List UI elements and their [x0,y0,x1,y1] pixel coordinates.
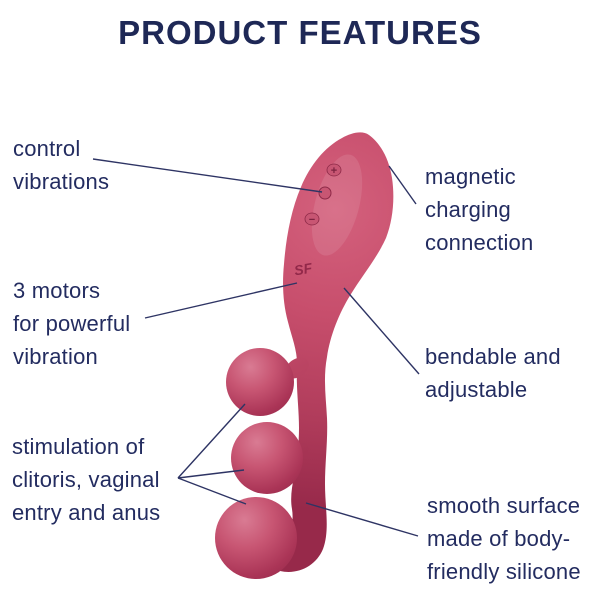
brand-logo: SF [293,260,314,279]
feature-label-three-motors: 3 motors for powerful vibration [13,274,130,373]
callout-line-stimulation-top [177,403,246,479]
feature-text-line: adjustable [425,377,528,402]
feature-text-line: control [13,136,81,161]
top-ball [226,348,294,416]
callout-line-stimulation-middle [177,469,245,479]
feature-text-line: bendable and [425,344,561,369]
callout-line-stimulation-bottom [177,477,247,505]
bottom-ball [215,497,297,579]
page-title: PRODUCT FEATURES [118,14,482,51]
callout-line-magnetic [388,165,417,205]
callout-lines [92,158,420,537]
feature-text-line: connection [425,230,534,255]
feature-text-line: friendly silicone [427,559,581,584]
feature-label-stimulation: stimulation of clitoris, vaginal entry a… [12,430,160,529]
head-highlight [311,154,363,256]
feature-text-line: charging [425,197,511,222]
callout-line-control [92,158,323,193]
feature-text-line: vibrations [13,169,110,194]
feature-text-line: 3 motors [13,278,101,303]
minus-button-icon [304,212,320,226]
product-body [252,132,394,572]
feature-text-line: clitoris, vaginal [12,467,160,492]
feature-text-line: for powerful [13,311,131,336]
feature-text-line: smooth surface [427,493,581,518]
feature-label-bendable: bendable and adjustable [425,340,561,406]
feature-text-line: magnetic [425,164,516,189]
plus-button-glyph: + [331,165,337,177]
plus-button-icon [326,163,342,177]
feature-label-smooth-surface: smooth surface made of body- friendly si… [427,489,581,588]
feature-label-control-vibrations: control vibrations [13,132,109,198]
power-button-icon [318,186,332,200]
feature-label-magnetic-charging: magnetic charging connection [425,160,533,259]
feature-text-line: stimulation of [12,434,145,459]
callout-line-motors [144,282,298,319]
minus-button-glyph: − [309,214,315,226]
feature-text-line: entry and anus [12,500,161,525]
feature-text-line: made of body- [427,526,571,551]
middle-ball [231,422,303,494]
feature-text-line: vibration [13,344,98,369]
callout-line-bendable [343,287,420,375]
callout-line-smooth [305,502,419,537]
